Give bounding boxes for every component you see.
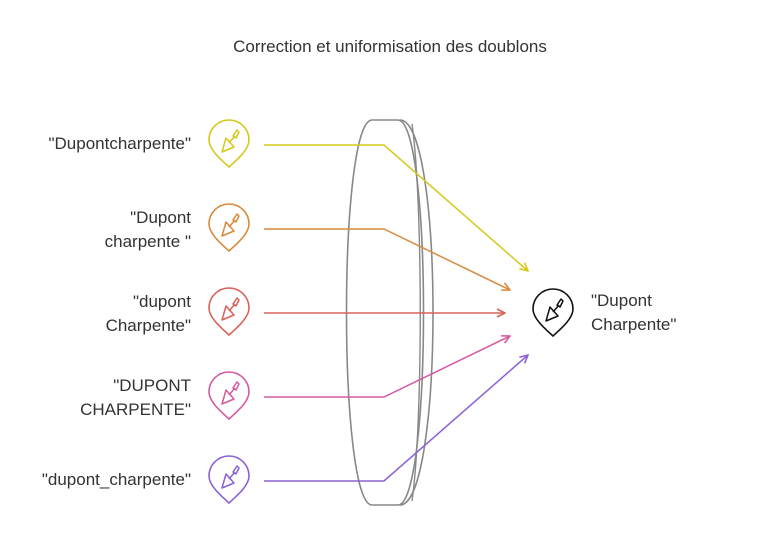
- trowel-pin-icon-1: [208, 203, 250, 253]
- trowel-pin-icon-3: [208, 371, 250, 421]
- lens-body: [345, 119, 425, 506]
- connector-3: [264, 336, 510, 398]
- diagram-title: Correction et uniformisation des doublon…: [233, 37, 547, 56]
- trowel-pin-icon-4: [208, 455, 250, 505]
- trowel-pin-icon-0: [208, 119, 250, 169]
- output-label: "Dupont Charpente": [591, 291, 677, 334]
- input-label-0: "Dupontcharpente": [48, 134, 192, 153]
- connector-1: [264, 228, 510, 290]
- input-label-3: "DUPONT CHARPENTE": [80, 376, 191, 419]
- trowel-pin-icon-2: [208, 287, 250, 337]
- input-label-2: "dupont Charpente": [105, 292, 191, 335]
- connector-4: [264, 355, 528, 482]
- input-label-1: "Dupont charpente ": [104, 208, 191, 251]
- connector-0: [264, 144, 528, 271]
- trowel-pin-icon-output: [532, 288, 574, 338]
- input-label-4: "dupont_charpente": [41, 470, 191, 489]
